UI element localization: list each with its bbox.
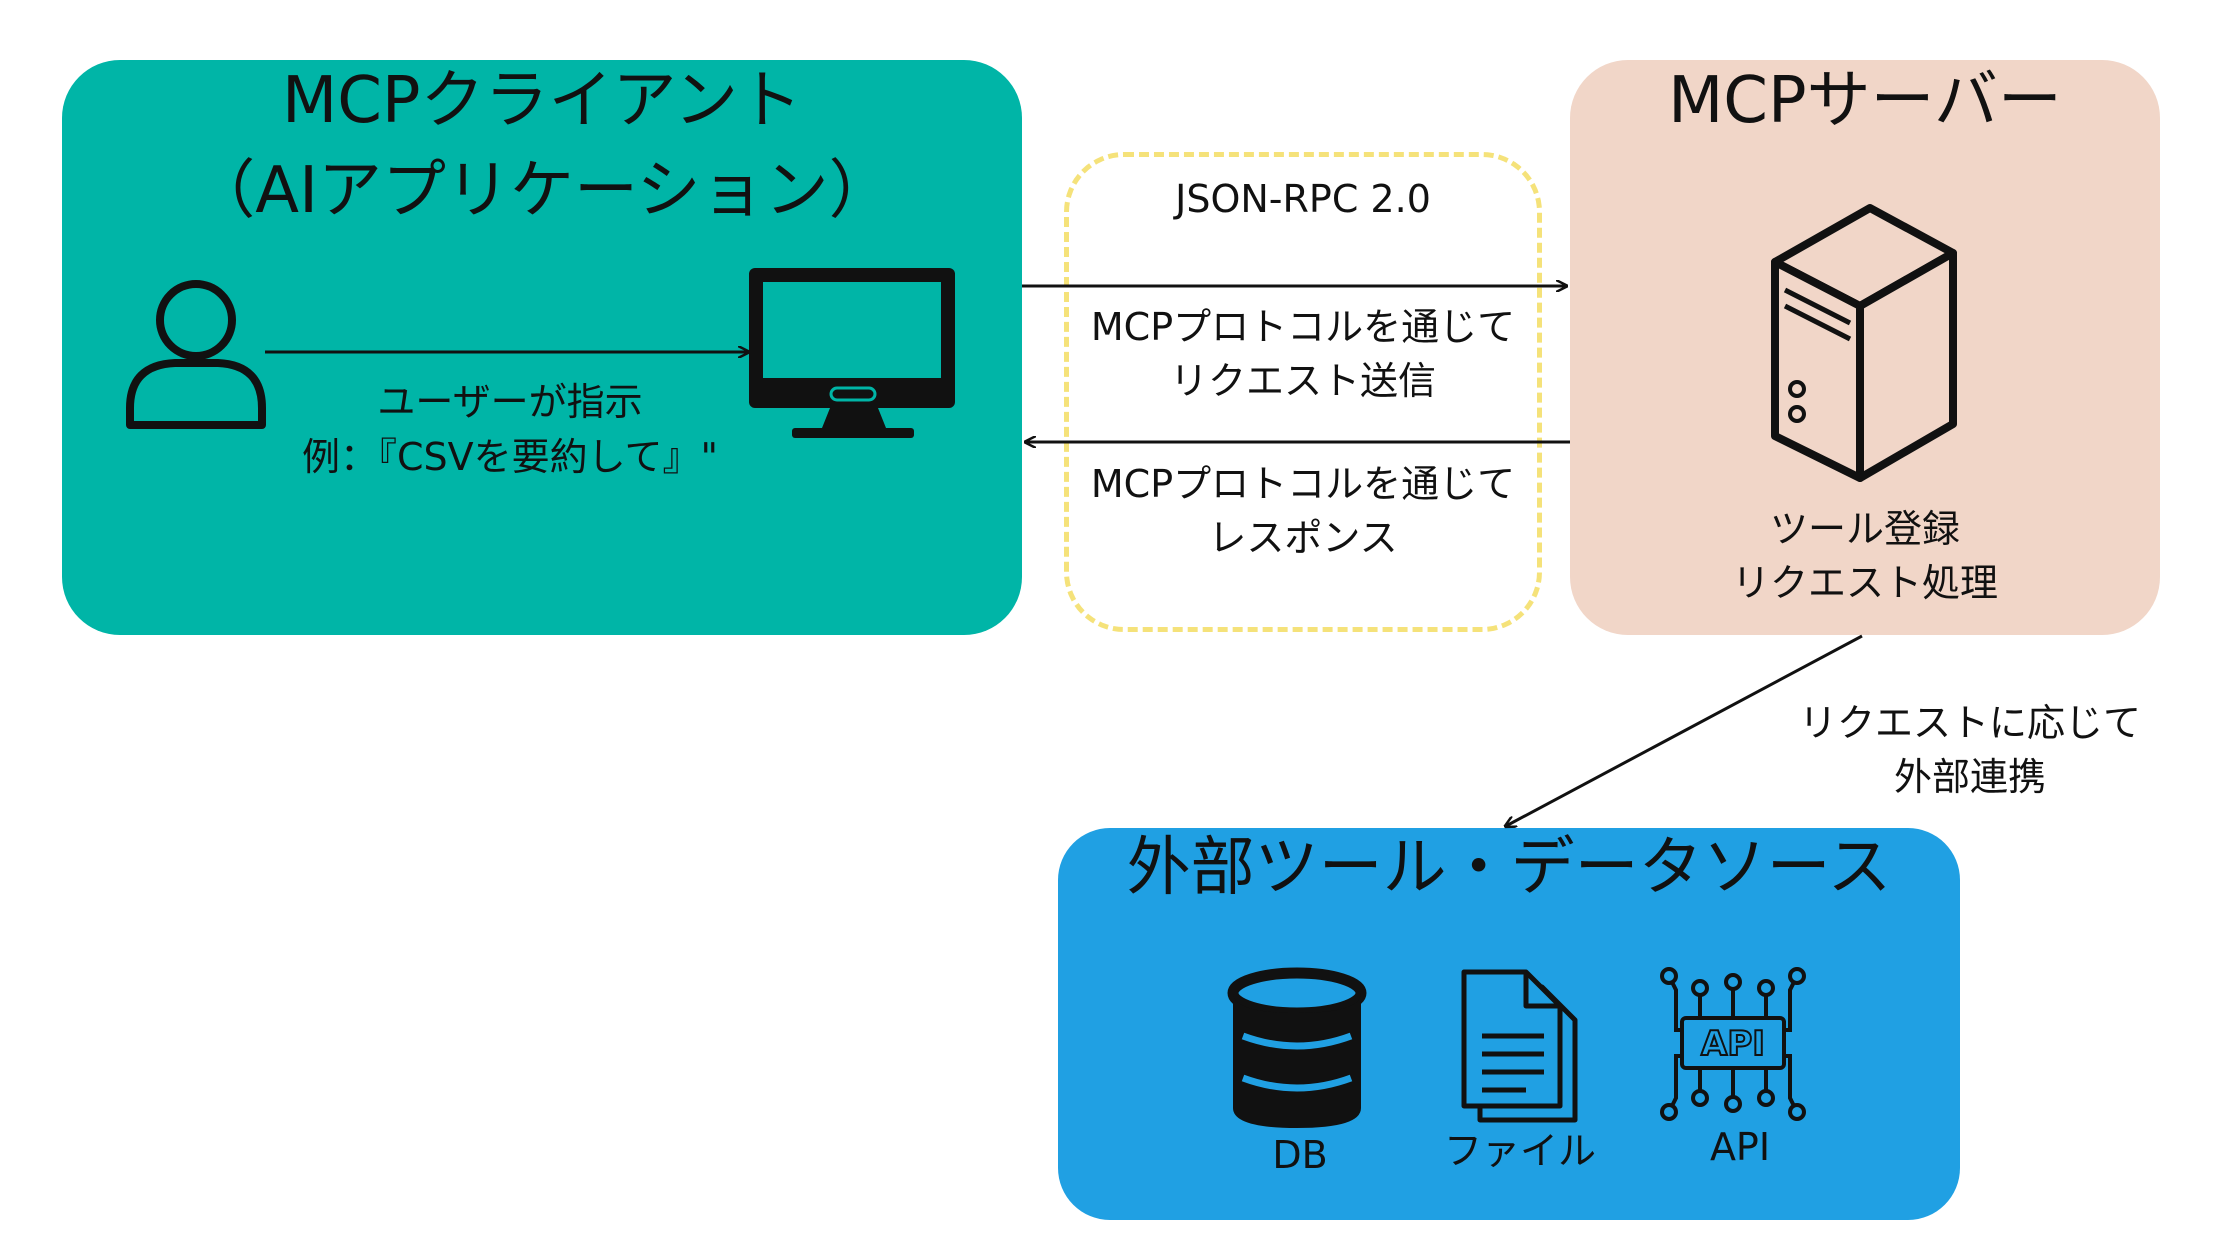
- api-label: API: [1709, 1125, 1771, 1169]
- external-title: 外部ツール・データソース: [1126, 831, 1892, 905]
- file-icon: [1461, 969, 1578, 1123]
- request-label-line2: リクエスト送信: [1169, 359, 1436, 403]
- svg-text:API: API: [1701, 1024, 1765, 1064]
- db-label: DB: [1272, 1133, 1328, 1177]
- monitor-icon: [749, 268, 955, 438]
- request-label-line1: MCPプロトコルを通じて: [1090, 305, 1516, 349]
- server-title: MCPサーバー: [1668, 64, 2062, 138]
- user-instruction-label: ユーザーが指示: [377, 380, 643, 424]
- response-label-line2: レスポンス: [1208, 516, 1398, 560]
- server-desc-line2: リクエスト処理: [1731, 561, 1998, 605]
- api-chip-icon: API: [1660, 967, 1806, 1121]
- file-label: ファイル: [1443, 1129, 1596, 1173]
- user-instruction-example: 例：『CSVを要約して』": [302, 435, 718, 479]
- external-link-label-line2: 外部連携: [1893, 755, 2046, 799]
- client-title: MCPクライアント: [282, 64, 802, 138]
- client-subtitle: （AIアプリケーション）: [191, 154, 893, 228]
- server-tower-icon: [1771, 204, 1957, 482]
- database-icon: [1227, 967, 1367, 1128]
- response-label-line1: MCPプロトコルを通じて: [1090, 462, 1516, 506]
- server-desc-line1: ツール登録: [1769, 507, 1960, 551]
- external-link-label-line1: リクエストに応じて: [1798, 701, 2141, 745]
- json-rpc-dashed-box: [1064, 152, 1542, 632]
- server-to-external-arrow: [1506, 634, 1863, 826]
- user-icon: [126, 280, 266, 429]
- json-rpc-label: JSON-RPC 2.0: [1175, 177, 1431, 221]
